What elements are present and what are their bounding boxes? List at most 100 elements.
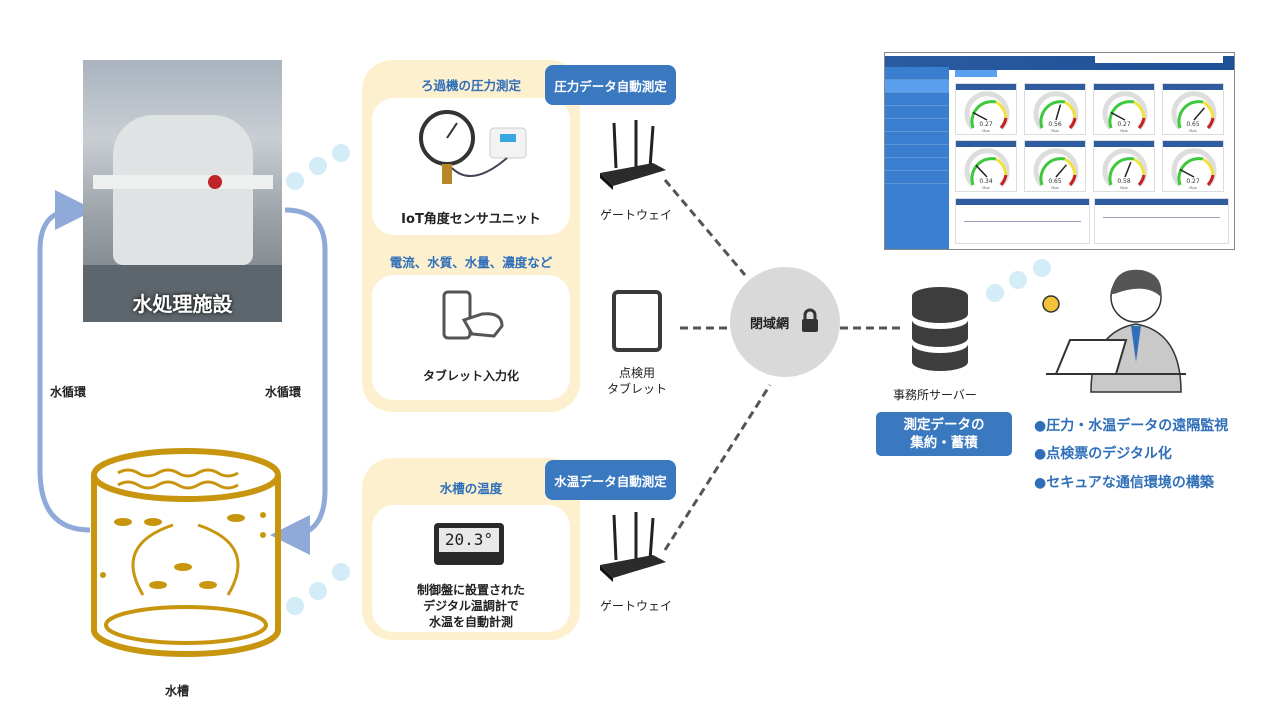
- gateway-router-icon: [600, 512, 666, 582]
- gauge-dial: [964, 91, 1010, 130]
- thermo-line2: デジタル温調計で: [423, 599, 519, 613]
- gauge-needle: [1055, 104, 1062, 121]
- pressure-gauge-sensor-icon: [419, 110, 527, 184]
- connector-dot: [1033, 259, 1051, 277]
- loop-arrow-right: [270, 207, 328, 555]
- thermometer-display: 20.3°: [439, 528, 499, 552]
- aggregation-line1: 測定データの: [903, 417, 985, 433]
- benefit-item: ●点検票のデジタル化: [1034, 446, 1172, 462]
- gauge-needle: [1179, 168, 1195, 178]
- temperature-panel: 水槽の温度 20.3° 制御盤に設置された デジタル温調計で 水温を自動計測: [362, 458, 580, 640]
- gauge-value: 0.65: [1186, 121, 1200, 128]
- gauge-dial: [964, 148, 1010, 187]
- connector-dot: [286, 597, 304, 615]
- gauge-dial: [1171, 148, 1217, 187]
- gauge-value: 0.56: [1048, 121, 1062, 128]
- connector-dot: [1009, 271, 1027, 289]
- gauge-needle: [972, 111, 988, 121]
- aggregation-line2: 集約・蓄積: [910, 435, 978, 451]
- tablet-input-label: タブレット入力化: [422, 369, 519, 383]
- gauge-value: 0.27: [1117, 121, 1131, 128]
- inspection-tablet-icon: [612, 290, 662, 352]
- temp-auto-bubble: 水温データ自動測定: [545, 460, 676, 500]
- gauge-unit: Mpa: [982, 186, 990, 190]
- tank-label: 水槽: [165, 684, 190, 698]
- gauge-needle: [1110, 111, 1126, 121]
- tablet-input-card: タブレット入力化: [372, 275, 570, 400]
- gauge-unit: Mpa: [1051, 129, 1059, 133]
- photo-label: 水処理施設: [132, 292, 233, 316]
- pressure-title: ろ過機の圧力測定: [420, 78, 521, 93]
- benefit-item: ●圧力・水温データの遠隔監視: [1034, 418, 1229, 434]
- gauge-value: 0.27: [1186, 178, 1200, 185]
- gateway-router-icon: [600, 120, 666, 190]
- gauge-needle: [975, 164, 988, 178]
- connector-dot: [309, 582, 327, 600]
- thermo-line3: 水温を自動計測: [428, 615, 513, 629]
- pressure-auto-bubble: 圧力データ自動測定: [545, 65, 676, 105]
- loop-label-right: 水循環: [265, 385, 302, 399]
- lock-icon: [802, 308, 818, 332]
- database-server-icon: [912, 287, 968, 371]
- gauge-dial: [1102, 148, 1148, 187]
- office-worker-illustration: [1042, 269, 1186, 393]
- link-gateway1: [663, 179, 747, 276]
- gauge-unit: Mpa: [1189, 129, 1197, 133]
- trend-chart: [955, 198, 1090, 244]
- gauge-value: 0.27: [979, 121, 993, 128]
- dashboard-header: [885, 56, 1234, 70]
- connector-dot: [332, 563, 350, 581]
- gateway2-label: ゲートウェイ: [600, 599, 673, 613]
- loop-label-left: 水循環: [50, 385, 87, 399]
- connector-dot: [286, 172, 304, 190]
- temperature-title: 水槽の温度: [439, 481, 503, 496]
- network-label: 閉域網: [750, 317, 790, 332]
- thermo-line1: 制御盤に設置された: [416, 583, 525, 597]
- digital-thermometer-icon: 20.3°: [434, 523, 504, 565]
- gauge-needle: [1124, 161, 1132, 178]
- fish-tank-icon: [91, 448, 281, 657]
- sensor-label: IoT角度センサユニット: [401, 212, 541, 227]
- gauge-unit: Mpa: [982, 129, 990, 133]
- server-label: 事務所サーバー: [893, 388, 977, 402]
- gauge-dial: [1033, 148, 1079, 187]
- gauge-value: 0.58: [1117, 178, 1131, 185]
- connector-dot: [309, 157, 327, 175]
- connector-dot: [332, 144, 350, 162]
- gauge-unit: Mpa: [1051, 186, 1059, 190]
- pressure-panel: ろ過機の圧力測定 IoT角度センサユニット 電流、水質、水量、濃度など タブレッ…: [362, 60, 580, 412]
- gauge-unit: Mpa: [1189, 186, 1197, 190]
- gauge-needle: [1193, 107, 1205, 121]
- connector-dot: [986, 284, 1004, 302]
- tablet-label-line2: タブレット: [606, 382, 667, 396]
- gateway1-label: ゲートウェイ: [600, 208, 673, 222]
- closed-network: 閉域網: [730, 267, 840, 377]
- measurements-title: 電流、水質、水量、濃度など: [389, 255, 553, 270]
- gauge-dial: [1102, 91, 1148, 130]
- loop-arrow-left: [37, 190, 95, 533]
- sensor-card: IoT角度センサユニット: [372, 98, 570, 235]
- dashboard-sidebar: [885, 67, 949, 249]
- tablet-tap-icon: [442, 290, 504, 340]
- gauge-unit: Mpa: [1120, 186, 1128, 190]
- tablet-label-line1: 点検用: [618, 366, 655, 380]
- gauge-unit: Mpa: [1120, 129, 1128, 133]
- facility-photo: 水処理施設: [83, 60, 282, 322]
- gauge-dial: [1033, 91, 1079, 130]
- trend-chart: [1094, 198, 1229, 244]
- gauge-value: 0.34: [979, 178, 993, 185]
- link-gateway2: [663, 384, 772, 551]
- gauge-dial: [1171, 91, 1217, 130]
- aggregation-box: 測定データの 集約・蓄積: [876, 412, 1012, 456]
- gauge-value: 0.65: [1048, 178, 1062, 185]
